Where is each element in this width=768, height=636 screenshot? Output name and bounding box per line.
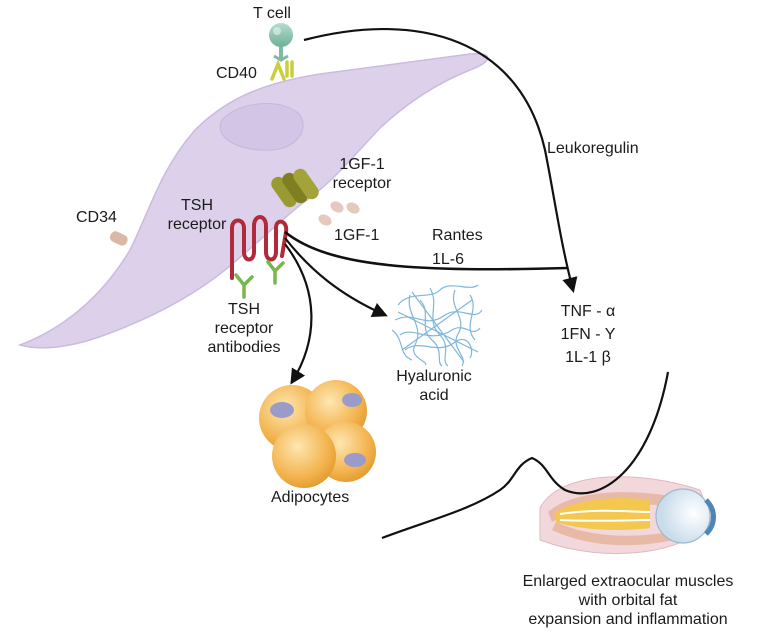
tsh-antibodies-label-line1: TSH (228, 301, 260, 318)
arrow-to-hyaluronic-acid (284, 237, 388, 318)
cell-nucleus (219, 103, 304, 151)
igf1-label: 1GF-1 (334, 227, 380, 244)
igf1-receptor-label-line2: receptor (332, 175, 392, 192)
tsh-antibodies-label-line2: receptor (214, 320, 274, 337)
t-cell-icon (269, 23, 293, 62)
hyaluronic-acid-label-line1: Hyaluronic (396, 368, 472, 385)
il6-label: 1L-6 (432, 251, 465, 268)
cd34-marker-icon (109, 231, 128, 246)
igf1-receptor-label: 1GF-1 receptor (322, 155, 402, 193)
arrow-rantes-il6 (284, 230, 569, 271)
t-cell-label: T cell (253, 5, 291, 22)
arrow-tcell-to-cytokines (303, 28, 578, 293)
tnf-alpha-label: TNF - α (560, 303, 616, 320)
cd34-label: CD34 (76, 209, 117, 226)
adipocytes-label: Adipocytes (271, 489, 350, 506)
outcome-label: Enlarged extraocular muscles with orbita… (496, 572, 760, 629)
tsh-receptor-label-line1: TSH (181, 197, 213, 214)
hyaluronic-acid-icon (391, 284, 483, 367)
cd40-label: CD40 (216, 65, 257, 82)
il1-beta-label: 1L-1 β (565, 349, 611, 366)
rantes-label: Rantes (432, 227, 483, 244)
hyaluronic-acid-label-line2: acid (419, 387, 449, 404)
igf1-ligand-icon (318, 201, 360, 226)
fibroblast-cell (17, 53, 489, 349)
hyaluronic-acid-label: Hyaluronic acid (382, 367, 486, 405)
leukoregulin-label: Leukoregulin (547, 140, 639, 157)
adipocytes-icon (259, 380, 376, 488)
eye-orbit-illustration (539, 476, 716, 555)
outcome-bracket (381, 371, 670, 540)
tsh-antibodies-label-line3: antibodies (207, 339, 281, 356)
ifn-gamma-label: 1FN - Y (560, 326, 616, 343)
cytokines-label: TNF - α 1FN - Y 1L-1 β (548, 300, 628, 369)
igf1-receptor-icon (271, 168, 319, 208)
tsh-antibody-icon (234, 260, 285, 299)
tsh-receptor-label: TSH receptor (157, 196, 237, 234)
igf1-receptor-label-line1: 1GF-1 (339, 156, 385, 173)
tsh-antibodies-label: TSH receptor antibodies (194, 300, 294, 357)
outcome-label-line2: with orbital fat (578, 592, 678, 609)
tsh-receptor-label-line2: receptor (167, 216, 227, 233)
pathway-arrows (284, 28, 670, 540)
outcome-label-line1: Enlarged extraocular muscles (522, 573, 734, 590)
outcome-label-line3: expansion and inflammation (528, 611, 728, 628)
tsh-receptor-icon (230, 215, 289, 280)
cd40-receptor-icon (270, 59, 294, 81)
arrow-to-adipocytes (284, 243, 313, 385)
